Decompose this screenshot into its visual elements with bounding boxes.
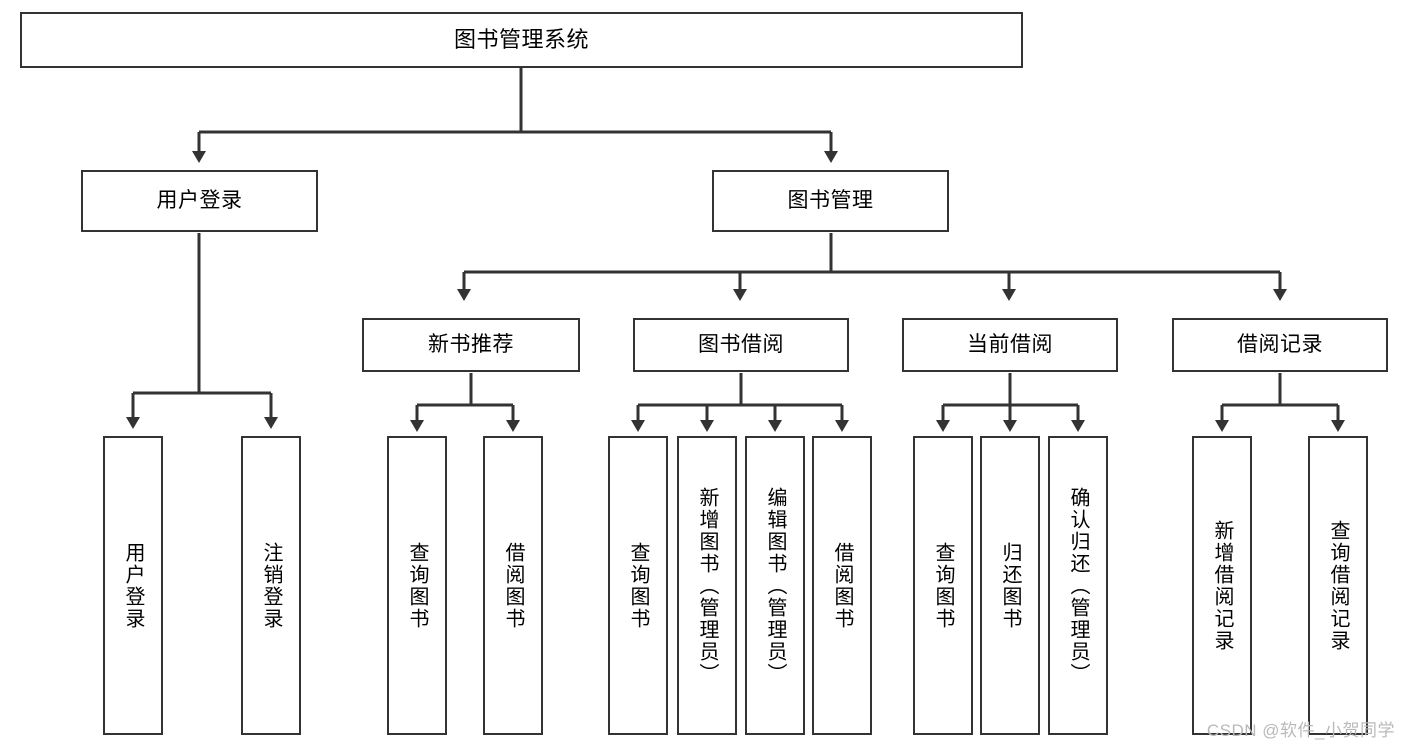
node-label: 归还图书 bbox=[999, 541, 1021, 630]
node-label: 图书管理系统 bbox=[453, 27, 589, 53]
node-label: 新增图书（管理员） bbox=[696, 486, 718, 685]
leaf-query-book-recommend[interactable]: 查询图书 bbox=[387, 436, 447, 735]
node-label: 用户登录 bbox=[156, 188, 243, 212]
node-label: 新增借阅记录 bbox=[1211, 519, 1233, 652]
node-label: 借阅图书 bbox=[502, 541, 524, 630]
leaf-confirm-return[interactable]: 确认归还（管理员） bbox=[1048, 436, 1108, 735]
leaf-query-book-borrow[interactable]: 查询图书 bbox=[608, 436, 668, 735]
node-label: 当前借阅 bbox=[967, 332, 1053, 356]
node-label: 编辑图书（管理员） bbox=[764, 486, 786, 685]
node-label: 查询图书 bbox=[406, 541, 428, 630]
leaf-user-login[interactable]: 用户登录 bbox=[103, 436, 163, 735]
leaf-query-borrow-record[interactable]: 查询借阅记录 bbox=[1308, 436, 1368, 735]
leaf-borrow-book[interactable]: 借阅图书 bbox=[812, 436, 872, 735]
node-label: 图书借阅 bbox=[698, 332, 784, 356]
node-label: 确认归还（管理员） bbox=[1067, 486, 1089, 685]
node-label: 注销登录 bbox=[260, 541, 282, 630]
node-label: 新书推荐 bbox=[428, 332, 514, 356]
node-label: 查询图书 bbox=[932, 541, 954, 630]
csdn-watermark: CSDN @软件_小贺同学 bbox=[1206, 721, 1395, 740]
node-label: 查询图书 bbox=[627, 541, 649, 630]
node-label: 借阅图书 bbox=[831, 541, 853, 630]
leaf-logout-login[interactable]: 注销登录 bbox=[241, 436, 301, 735]
node-book-management[interactable]: 图书管理 bbox=[712, 170, 949, 232]
leaf-return-book[interactable]: 归还图书 bbox=[980, 436, 1040, 735]
node-user-login[interactable]: 用户登录 bbox=[81, 170, 318, 232]
node-current-borrow[interactable]: 当前借阅 bbox=[902, 318, 1118, 372]
leaf-query-book-current[interactable]: 查询图书 bbox=[913, 436, 973, 735]
node-label: 借阅记录 bbox=[1237, 332, 1323, 356]
node-new-book-recommend[interactable]: 新书推荐 bbox=[362, 318, 580, 372]
node-book-management-system[interactable]: 图书管理系统 bbox=[20, 12, 1023, 68]
leaf-add-book[interactable]: 新增图书（管理员） bbox=[677, 436, 737, 735]
node-book-borrow[interactable]: 图书借阅 bbox=[633, 318, 849, 372]
node-borrow-record[interactable]: 借阅记录 bbox=[1172, 318, 1388, 372]
node-label: 查询借阅记录 bbox=[1327, 519, 1349, 652]
leaf-edit-book[interactable]: 编辑图书（管理员） bbox=[745, 436, 805, 735]
leaf-borrow-book-recommend[interactable]: 借阅图书 bbox=[483, 436, 543, 735]
node-label: 图书管理 bbox=[787, 188, 874, 212]
leaf-add-borrow-record[interactable]: 新增借阅记录 bbox=[1192, 436, 1252, 735]
node-label: 用户登录 bbox=[122, 541, 144, 630]
